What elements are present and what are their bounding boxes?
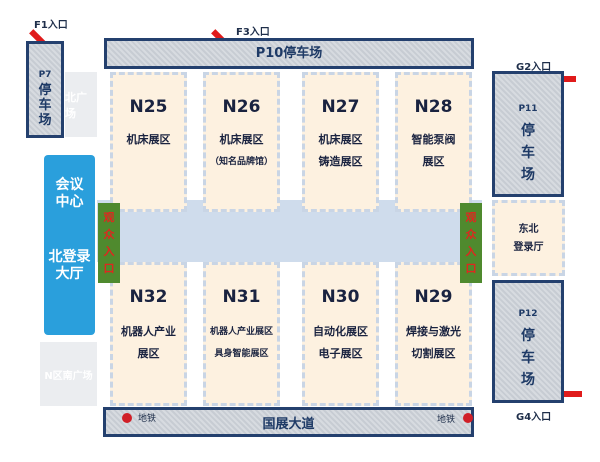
hall-text: （知名品牌馆） xyxy=(209,157,273,167)
entrance-f1-label: F1入口 xyxy=(34,20,68,31)
parking-p10: P10停车场 xyxy=(104,38,474,69)
entrance-g4-label: G4入口 xyxy=(516,412,552,423)
hall-n26[interactable]: N26 机床展区 （知名品牌馆） xyxy=(203,72,280,212)
parking-label: P10停车场 xyxy=(255,46,323,61)
hall-text: 机床展区 xyxy=(126,133,171,146)
parking-char: 停 xyxy=(38,83,52,98)
parking-p11: P11 停 车 场 xyxy=(492,71,564,197)
entrance-f3-label: F3入口 xyxy=(236,27,270,38)
parking-code: P12 xyxy=(518,309,538,319)
entrance-char: 口 xyxy=(465,262,477,275)
hall-text: 自动化展区 xyxy=(313,325,368,338)
hall-code: N29 xyxy=(414,287,453,307)
parking-char: 场 xyxy=(38,113,52,128)
hall-text: 切割展区 xyxy=(411,347,456,360)
metro-label: 地铁 xyxy=(138,414,157,424)
hall-n27[interactable]: N27 机床展区铸造展区 xyxy=(302,72,379,212)
road-label: 国展大道 xyxy=(262,417,315,432)
conference-text: 会议 xyxy=(55,177,84,193)
hall-text: 具身智能展区 xyxy=(214,349,269,359)
entrance-char: 众 xyxy=(465,228,477,241)
conference-text: 中心 xyxy=(55,194,84,210)
northeast-registration-hall[interactable]: 东北 登录厅 xyxy=(492,200,565,276)
conference-text: 北登录 xyxy=(48,249,91,265)
plaza-label: N区南广场 xyxy=(44,370,93,382)
hall-code: N25 xyxy=(129,97,168,117)
hall-text: 铸造展区 xyxy=(318,155,363,168)
metro-icon xyxy=(122,413,132,423)
arrow-icon xyxy=(556,391,582,397)
hall-text: 机器人产业展区 xyxy=(209,327,273,337)
hall-text: 焊接与激光 xyxy=(406,325,461,338)
hall-text: 电子展区 xyxy=(318,347,363,360)
parking-code: P7 xyxy=(38,70,52,80)
hall-code: N31 xyxy=(222,287,261,307)
hall-text: 东北 xyxy=(518,224,539,235)
parking-char: 车 xyxy=(38,98,52,113)
hall-text: 机器人产业 xyxy=(121,325,176,338)
hall-text: 机床展区 xyxy=(318,133,363,146)
entrance-char: 入 xyxy=(103,245,115,258)
parking-char: 场 xyxy=(521,372,535,388)
parking-char: 停 xyxy=(521,328,535,344)
hall-n29[interactable]: N29 焊接与激光切割展区 xyxy=(395,262,472,406)
entrance-char: 口 xyxy=(103,262,115,275)
south-plaza: N区南广场 xyxy=(40,342,97,406)
parking-char: 车 xyxy=(521,145,535,161)
metro-icon xyxy=(463,413,473,423)
hall-text: 登录厅 xyxy=(513,242,544,253)
parking-p7: P7 停 车 场 xyxy=(26,41,64,138)
hall-text: 机床展区 xyxy=(219,133,264,146)
hall-code: N26 xyxy=(222,97,261,117)
hall-code: N32 xyxy=(129,287,168,307)
hall-n32[interactable]: N32 机器人产业展区 xyxy=(110,262,187,406)
hall-text: 展区 xyxy=(422,155,445,168)
parking-char: 停 xyxy=(521,123,535,139)
hall-code: N27 xyxy=(321,97,360,117)
parking-char: 车 xyxy=(521,350,535,366)
entrance-g2-label: G2入口 xyxy=(516,62,552,73)
parking-char: 场 xyxy=(521,167,535,183)
parking-p12: P12 停 车 场 xyxy=(492,280,564,403)
hall-n31[interactable]: N31 机器人产业展区具身智能展区 xyxy=(203,262,280,406)
audience-entrance-west: 观众入口 xyxy=(98,203,120,283)
hall-n28[interactable]: N28 智能泵阀展区 xyxy=(395,72,472,212)
conference-text: 大厅 xyxy=(55,266,84,282)
hall-n25[interactable]: N25 机床展区 xyxy=(110,72,187,212)
hall-text: 智能泵阀 xyxy=(411,133,456,146)
plaza-label: 北广场 xyxy=(65,90,87,120)
metro-label: 地铁 xyxy=(437,415,456,425)
entrance-char: 众 xyxy=(103,228,115,241)
entrance-char: 入 xyxy=(465,245,477,258)
hall-code: N30 xyxy=(321,287,360,307)
conference-center: 会议 中心 北登录 大厅 xyxy=(44,155,95,335)
audience-entrance-east: 观众入口 xyxy=(460,203,482,283)
north-plaza: 北广场 xyxy=(65,72,97,137)
guozhan-avenue: 国展大道 xyxy=(103,407,474,437)
hall-text: 展区 xyxy=(137,347,160,360)
entrance-char: 观 xyxy=(465,211,477,224)
hall-code: N28 xyxy=(414,97,453,117)
entrance-char: 观 xyxy=(103,211,115,224)
hall-n30[interactable]: N30 自动化展区电子展区 xyxy=(302,262,379,406)
parking-code: P11 xyxy=(518,104,538,114)
